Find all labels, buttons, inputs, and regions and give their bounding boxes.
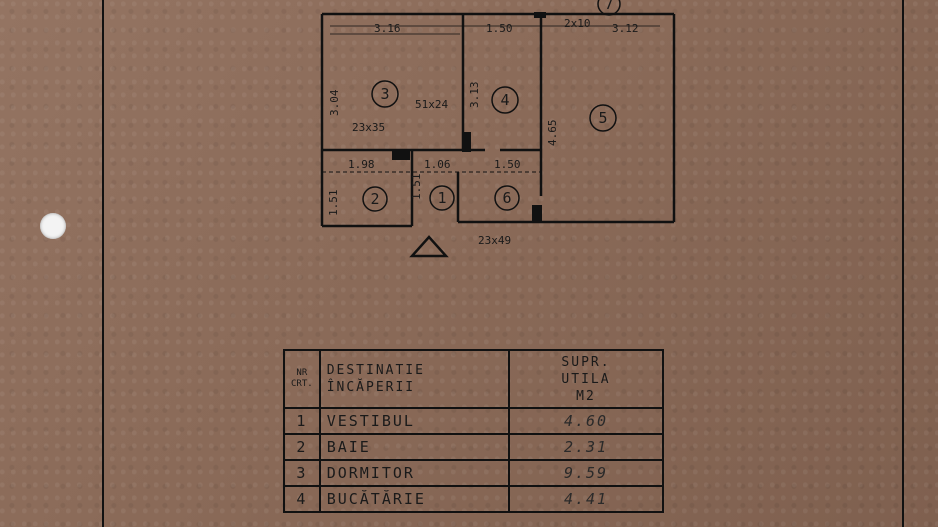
row-name: BAIE bbox=[318, 433, 511, 461]
dim-room2-height: 1.51 bbox=[327, 190, 340, 217]
row-nr: 4 bbox=[283, 485, 321, 513]
header-destination: DESTINATIE ÎNCĂPERII bbox=[318, 349, 511, 409]
dim-room2-width: 1.98 bbox=[348, 158, 375, 171]
dim-room5-width: 3.12 bbox=[612, 22, 639, 35]
room-number-6: 6 bbox=[502, 189, 511, 207]
dim-room3-height: 3.04 bbox=[328, 89, 341, 116]
dim-room4-width: 1.50 bbox=[486, 22, 513, 35]
row-area: 4.60 bbox=[508, 407, 664, 435]
room-number-2: 2 bbox=[370, 190, 379, 208]
margin-line-left bbox=[102, 0, 104, 527]
table-row: 4 BUCĂTĂRIE 4.41 bbox=[283, 485, 664, 513]
dim-room5-height: 4.65 bbox=[546, 120, 559, 147]
plan-chimneys bbox=[392, 12, 546, 223]
entrance-triangle bbox=[409, 235, 449, 258]
table-row: 3 DORMITOR 9.59 bbox=[283, 459, 664, 487]
dim-chimney-b: 23x35 bbox=[352, 121, 385, 134]
dim-room6-width: 1.50 bbox=[494, 158, 521, 171]
punch-hole bbox=[40, 213, 66, 239]
room-number-3: 3 bbox=[380, 85, 389, 103]
room-number-5: 5 bbox=[598, 109, 607, 127]
dim-room1-width: 1.06 bbox=[424, 158, 451, 171]
dim-room3-width: 3.16 bbox=[374, 22, 401, 35]
margin-line-right bbox=[902, 0, 904, 527]
room-circles bbox=[362, 0, 621, 212]
dim-room7-size: 2x10 bbox=[564, 17, 591, 30]
row-nr: 3 bbox=[283, 459, 321, 487]
rooms-table: NR CRT. DESTINATIE ÎNCĂPERII SUPR. UTILA… bbox=[283, 349, 664, 513]
header-nr-line2: CRT. bbox=[291, 379, 313, 389]
dim-room4-height: 3.13 bbox=[468, 82, 481, 109]
table-row: 2 BAIE 2.31 bbox=[283, 433, 664, 461]
row-area: 2.31 bbox=[508, 433, 664, 461]
table-header-row: NR CRT. DESTINATIE ÎNCĂPERII SUPR. UTILA… bbox=[283, 349, 664, 409]
row-name: DORMITOR bbox=[318, 459, 511, 487]
header-supr-line3: M2 bbox=[576, 388, 596, 404]
header-dest-line1: DESTINATIE bbox=[326, 363, 425, 378]
table-row: 1 VESTIBUL 4.60 bbox=[283, 407, 664, 435]
dim-chimney-a: 51x24 bbox=[415, 98, 448, 111]
room-number-1: 1 bbox=[437, 189, 446, 207]
header-nr-line1: NR bbox=[296, 368, 308, 378]
header-dest-line2: ÎNCĂPERII bbox=[326, 380, 416, 395]
dim-chimney-c: 23x49 bbox=[478, 234, 511, 247]
dim-room1-height: 1.51 bbox=[410, 174, 423, 201]
room-number-7: 7 bbox=[604, 0, 613, 13]
row-area: 9.59 bbox=[508, 459, 664, 487]
header-supr-line1: SUPR. bbox=[561, 354, 611, 370]
header-area: SUPR. UTILA M2 bbox=[508, 349, 664, 409]
row-nr: 2 bbox=[283, 433, 321, 461]
plan-walls bbox=[320, 12, 676, 228]
row-name: BUCĂTĂRIE bbox=[318, 485, 511, 513]
header-nr: NR CRT. bbox=[283, 349, 321, 409]
row-name: VESTIBUL bbox=[318, 407, 511, 435]
row-nr: 1 bbox=[283, 407, 321, 435]
room-number-4: 4 bbox=[500, 91, 509, 109]
row-area: 4.41 bbox=[508, 485, 664, 513]
header-supr-line2: UTILA bbox=[561, 371, 611, 387]
